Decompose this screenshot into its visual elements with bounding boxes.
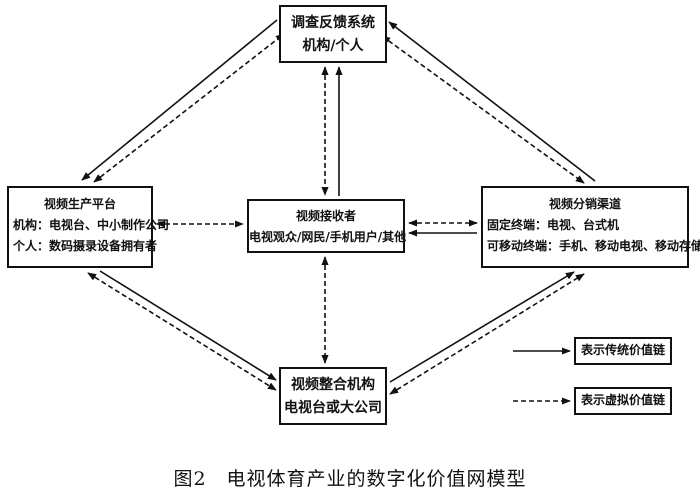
legend-solid-label: 表示传统价值链 (580, 343, 665, 357)
arrow-survey-to-production (81, 19, 278, 181)
distribution-mobile-terminals: 可移动终端：手机、移动电视、移动存储设备 (487, 239, 700, 253)
arrow-production-survey-virtual (93, 33, 285, 183)
legend-virtual-chain: 表示虚拟价值链 (574, 387, 672, 415)
integration-subtitle: 电视台或大公司 (284, 400, 382, 416)
distribution-fixed-terminals: 固定终端：电视、台式机 (487, 218, 620, 232)
video-integration-box: 视频整合机构 电视台或大公司 (279, 367, 387, 425)
production-title: 视频生产平台 (43, 197, 116, 211)
distribution-title: 视频分销渠道 (548, 197, 621, 211)
receiver-subtitle: 电视观众/网民/手机用户/其他 (249, 230, 407, 244)
arrow-distribution-integration-virtual (389, 273, 585, 395)
survey-feedback-box: 调查反馈系统 机构/个人 (279, 5, 387, 63)
production-individuals: 个人：数码摄录设备拥有者 (13, 239, 158, 253)
video-production-box: 视频生产平台 机构：电视台、中小制作公司 个人：数码摄录设备拥有者 (7, 186, 170, 268)
video-distribution-box: 视频分销渠道 固定终端：电视、台式机 可移动终端：手机、移动电视、移动存储设备 (481, 186, 700, 268)
arrow-integration-to-distribution (389, 271, 575, 383)
production-institutions: 机构：电视台、中小制作公司 (13, 218, 170, 232)
arrow-survey-distribution-virtual (381, 35, 585, 184)
receiver-title: 视频接收者 (295, 209, 356, 223)
figure-caption: 图2 电视体育产业的数字化价值网模型 (173, 468, 527, 490)
legend-dashed-label: 表示虚拟价值链 (580, 393, 665, 407)
survey-title: 调查反馈系统 (291, 15, 375, 31)
legend-traditional-chain: 表示传统价值链 (574, 337, 672, 365)
survey-subtitle: 机构/个人 (302, 38, 364, 54)
integration-title: 视频整合机构 (291, 377, 375, 393)
video-receiver-box: 视频接收者 电视观众/网民/手机用户/其他 (247, 199, 407, 253)
arrow-production-to-integration (99, 270, 277, 381)
arrow-production-integration-virtual (87, 272, 277, 391)
arrow-distribution-to-survey (388, 21, 596, 182)
